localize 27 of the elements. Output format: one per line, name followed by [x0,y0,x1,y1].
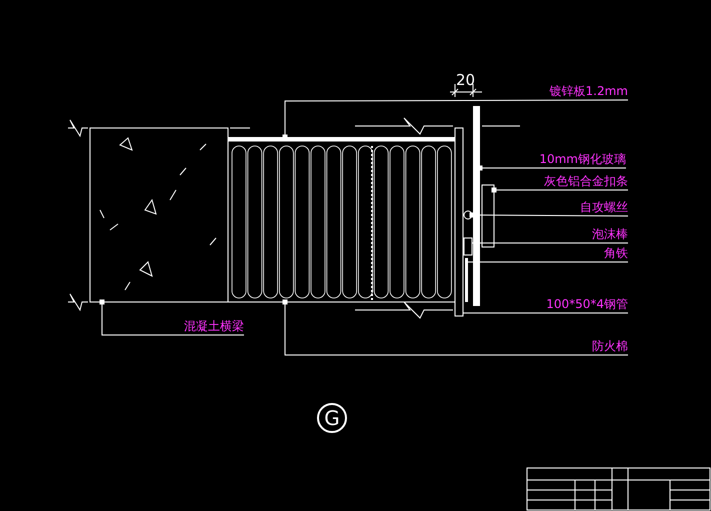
dimension-text: 20 [456,73,476,88]
galvanized-plate [228,137,455,141]
callout-label: 100*50*4钢管 [536,297,628,313]
leader-line [472,242,628,244]
leader-line [282,300,628,356]
concrete-beam [90,128,228,302]
leader-line [282,100,628,140]
callout-label: 灰色铝合金扣条 [540,174,628,190]
callout-label: 防火棉 [588,339,628,355]
leader-line [100,300,244,336]
glass-pane [473,106,480,306]
screw [464,210,472,220]
foam-rod [464,238,472,256]
leader-line [462,312,628,314]
callout-label: 10mm钢化玻璃 [536,152,626,168]
callout-label: 镀锌板1.2mm [548,84,628,100]
leader-line [478,166,626,170]
callout-label: 角铁 [596,246,628,262]
angle-iron [465,258,468,302]
steel-tube [454,128,464,316]
section-marker: G [317,403,347,433]
callout-label: 混凝土横梁 [178,319,244,335]
callout-label: 泡沫棒 [588,227,628,243]
callout-label: 自攻螺丝 [578,200,628,216]
leader-line [492,188,628,192]
cap-strip [482,184,494,248]
leader-line [469,212,628,218]
